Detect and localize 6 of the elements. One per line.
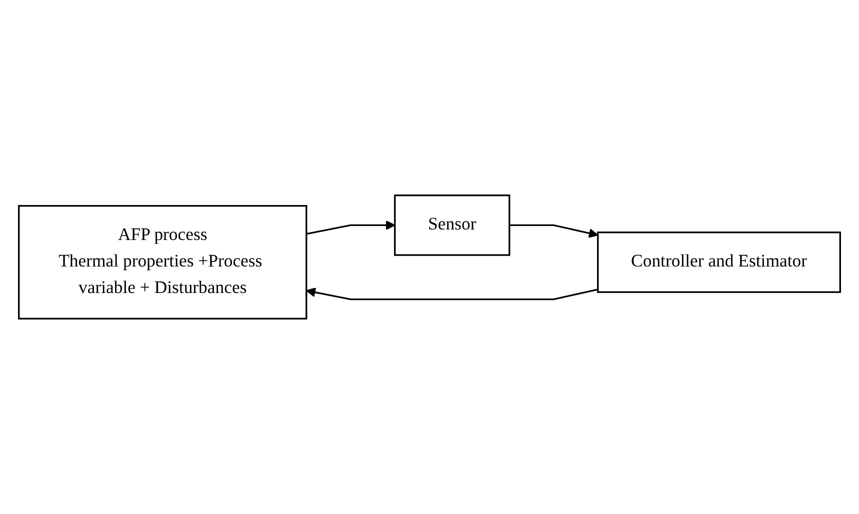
arrow — [306, 288, 598, 300]
node-box: Sensor — [394, 194, 510, 256]
node-box: Controller and Estimator — [597, 232, 841, 293]
node-box: AFP process Thermal properties +Process variable + Disturbances — [18, 205, 308, 320]
arrow — [509, 224, 598, 238]
arrow — [306, 220, 396, 235]
